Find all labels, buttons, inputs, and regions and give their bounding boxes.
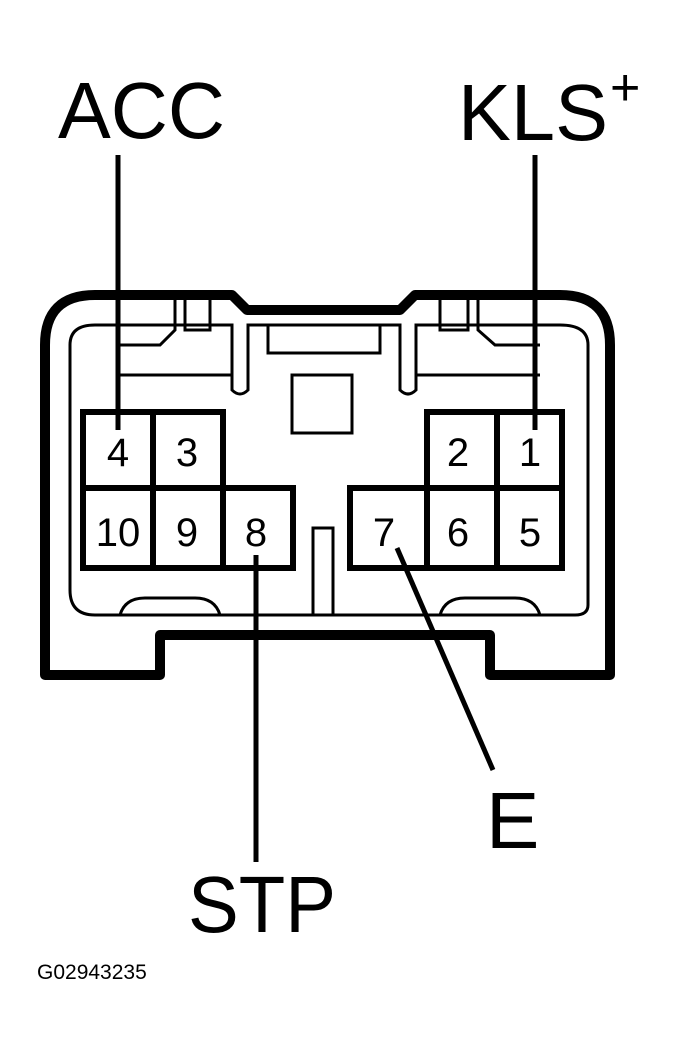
pin-label-8: 8 bbox=[245, 511, 267, 555]
e-leader-line bbox=[394, 547, 496, 771]
pin-label-2: 2 bbox=[447, 431, 469, 475]
acc-label: ACC bbox=[58, 66, 225, 155]
pin-cell-10: 10 bbox=[80, 485, 156, 571]
pin-label-5: 5 bbox=[519, 511, 541, 555]
top-slot bbox=[266, 323, 382, 355]
left-latch-tab bbox=[120, 295, 232, 377]
e-label: E bbox=[486, 776, 539, 865]
pin-label-10: 10 bbox=[96, 511, 141, 555]
pin-cell-9: 9 bbox=[150, 485, 226, 571]
pin-cell-1: 1 bbox=[494, 409, 565, 491]
pin-cell-7: 7 bbox=[347, 485, 430, 571]
pin-label-6: 6 bbox=[447, 511, 469, 555]
center-key-rib bbox=[311, 526, 335, 617]
pin-label-1: 1 bbox=[519, 431, 541, 475]
figure-id: G02943235 bbox=[37, 961, 147, 984]
pin-label-4: 4 bbox=[107, 431, 129, 475]
bottom-bump-right bbox=[438, 596, 542, 616]
pin-cell-6: 6 bbox=[424, 485, 500, 571]
connector-housing-outline bbox=[40, 290, 615, 680]
right-latch-tab bbox=[416, 295, 540, 377]
kls-label: KLS bbox=[458, 68, 608, 157]
pin-label-7: 7 bbox=[373, 511, 395, 555]
pin-label-3: 3 bbox=[176, 431, 198, 475]
pin-label-9: 9 bbox=[176, 511, 198, 555]
center-key-square bbox=[290, 373, 354, 435]
bottom-bump-left bbox=[118, 596, 222, 616]
pin-cell-8: 8 bbox=[220, 485, 296, 571]
pin-cell-2: 2 bbox=[424, 409, 500, 491]
connector-housing-inner bbox=[68, 323, 590, 617]
kls-superscript: + bbox=[610, 59, 640, 117]
pin-cell-3: 3 bbox=[150, 409, 226, 491]
stp-label: STP bbox=[188, 860, 336, 949]
pin-cell-5: 5 bbox=[494, 485, 565, 571]
